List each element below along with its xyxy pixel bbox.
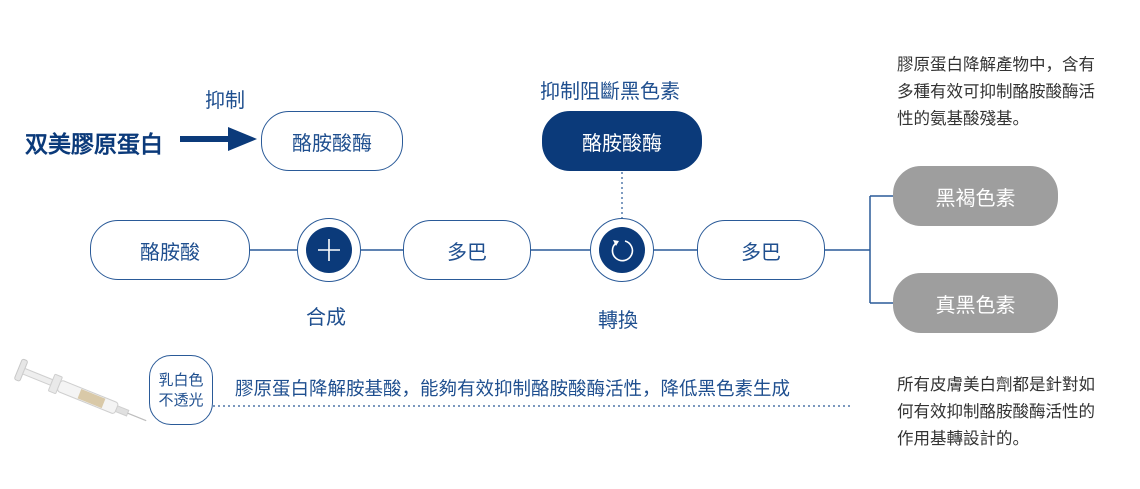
synthesis-node	[297, 218, 361, 282]
enzyme-box: 酪胺酸酶	[261, 111, 403, 171]
pheomelanin-box: 黑褐色素	[893, 166, 1058, 226]
note-top-right: 膠原蛋白降解產物中，含有 多種有效可抑制酪胺酸酶活 性的氨基酸殘基。	[897, 55, 1095, 128]
product-badge: 乳白色 不透光	[149, 355, 213, 425]
dopa-box-2: 多巴	[697, 220, 825, 280]
inhibit-arrow	[180, 127, 257, 151]
rotate-icon	[611, 240, 634, 262]
bottom-description: 膠原蛋白降解胺基酸，能夠有效抑制酪胺酸酶活性，降低黑色素生成	[235, 379, 791, 400]
inhibit-label: 抑制	[205, 88, 245, 112]
plus-icon	[318, 239, 340, 261]
note-bottom-right: 所有皮膚美白劑都是針對如 何有效抑制酪胺酸酶活性的 作用基轉設計的。	[897, 375, 1095, 448]
dopa-box-1: 多巴	[403, 220, 531, 280]
syringe-image	[14, 358, 147, 422]
tyrosine-box: 酪胺酸	[90, 220, 250, 280]
synthesis-label: 合成	[306, 305, 346, 329]
convert-node	[590, 218, 654, 282]
eumelanin-box: 真黑色素	[893, 273, 1058, 333]
dark-enzyme-box: 酪胺酸酶	[542, 111, 702, 171]
brand-title: 双美膠原蛋白	[25, 132, 163, 158]
convert-label: 轉換	[598, 308, 638, 332]
block-label: 抑制阻斷黑色素	[540, 79, 680, 103]
